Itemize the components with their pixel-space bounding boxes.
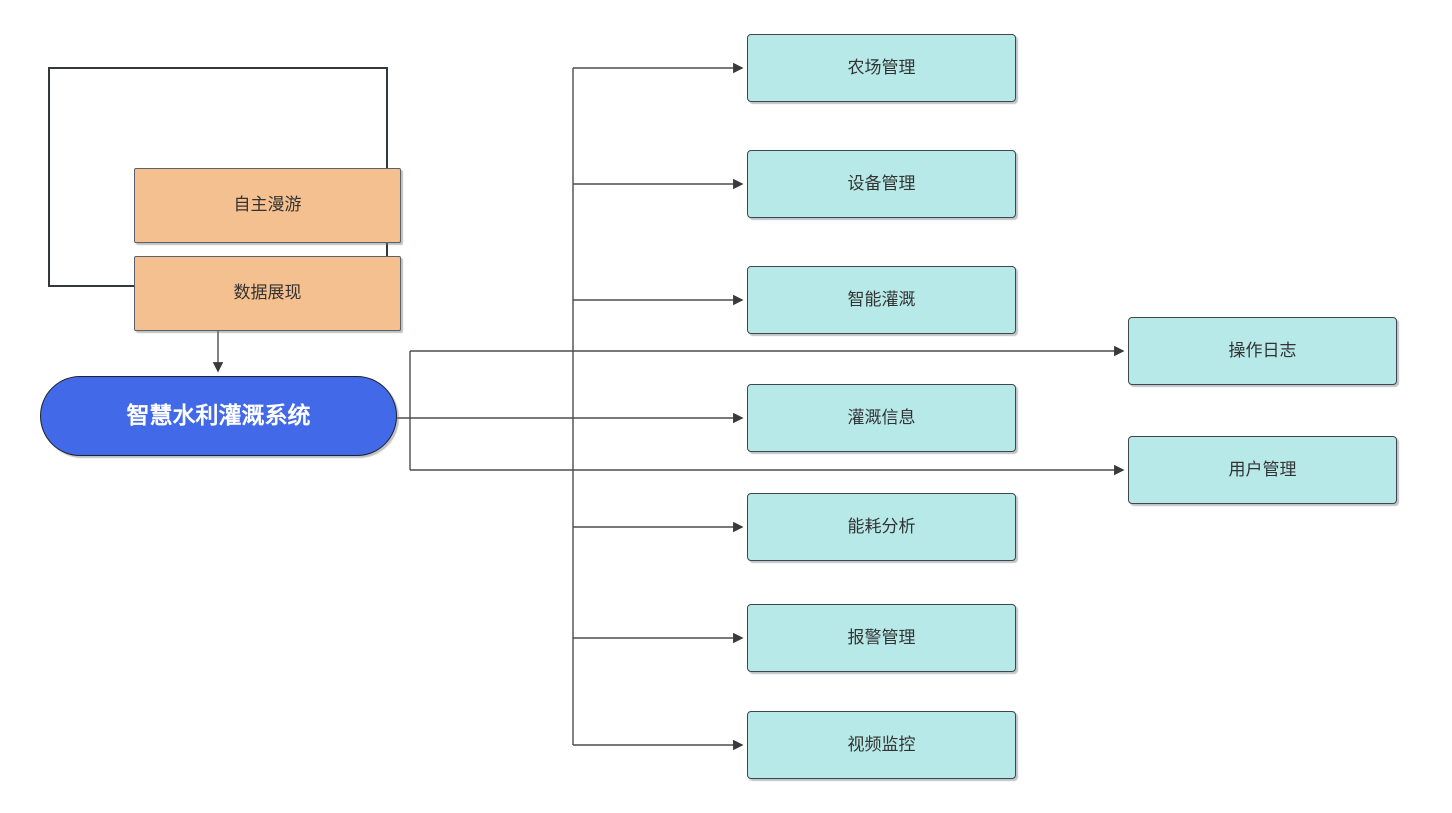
module-node-device-management[interactable]: 设备管理 [747,150,1016,218]
module-label: 能耗分析 [847,516,916,536]
module-label: 操作日志 [1228,340,1297,360]
root-node-smart-irrigation-system[interactable]: 智慧水利灌溉系统 [40,376,397,456]
module-node-energy-analysis[interactable]: 能耗分析 [747,493,1016,561]
module-label: 农场管理 [847,57,916,77]
module-node-video-monitoring[interactable]: 视频监控 [747,711,1016,779]
module-label: 智能灌溉 [847,289,916,309]
client-group-panel[interactable]: 自主漫游 数据展现 [48,67,401,331]
module-label: 用户管理 [1228,459,1297,479]
module-label: 报警管理 [847,627,916,647]
client-item-label: 自主漫游 [233,195,302,215]
client-item-data-display[interactable]: 数据展现 [134,256,401,331]
module-label: 灌溉信息 [847,407,916,427]
module-node-operation-log[interactable]: 操作日志 [1128,317,1397,385]
module-node-smart-irrigation[interactable]: 智能灌溉 [747,266,1016,334]
module-label: 设备管理 [847,173,916,193]
client-item-label: 数据展现 [233,283,302,303]
client-item-autonomous-roaming[interactable]: 自主漫游 [134,168,401,243]
module-node-irrigation-info[interactable]: 灌溉信息 [747,384,1016,452]
root-node-label: 智慧水利灌溉系统 [126,402,311,429]
module-node-user-management[interactable]: 用户管理 [1128,436,1397,504]
module-node-farm-management[interactable]: 农场管理 [747,34,1016,102]
module-label: 视频监控 [847,734,916,754]
module-node-alarm-management[interactable]: 报警管理 [747,604,1016,672]
